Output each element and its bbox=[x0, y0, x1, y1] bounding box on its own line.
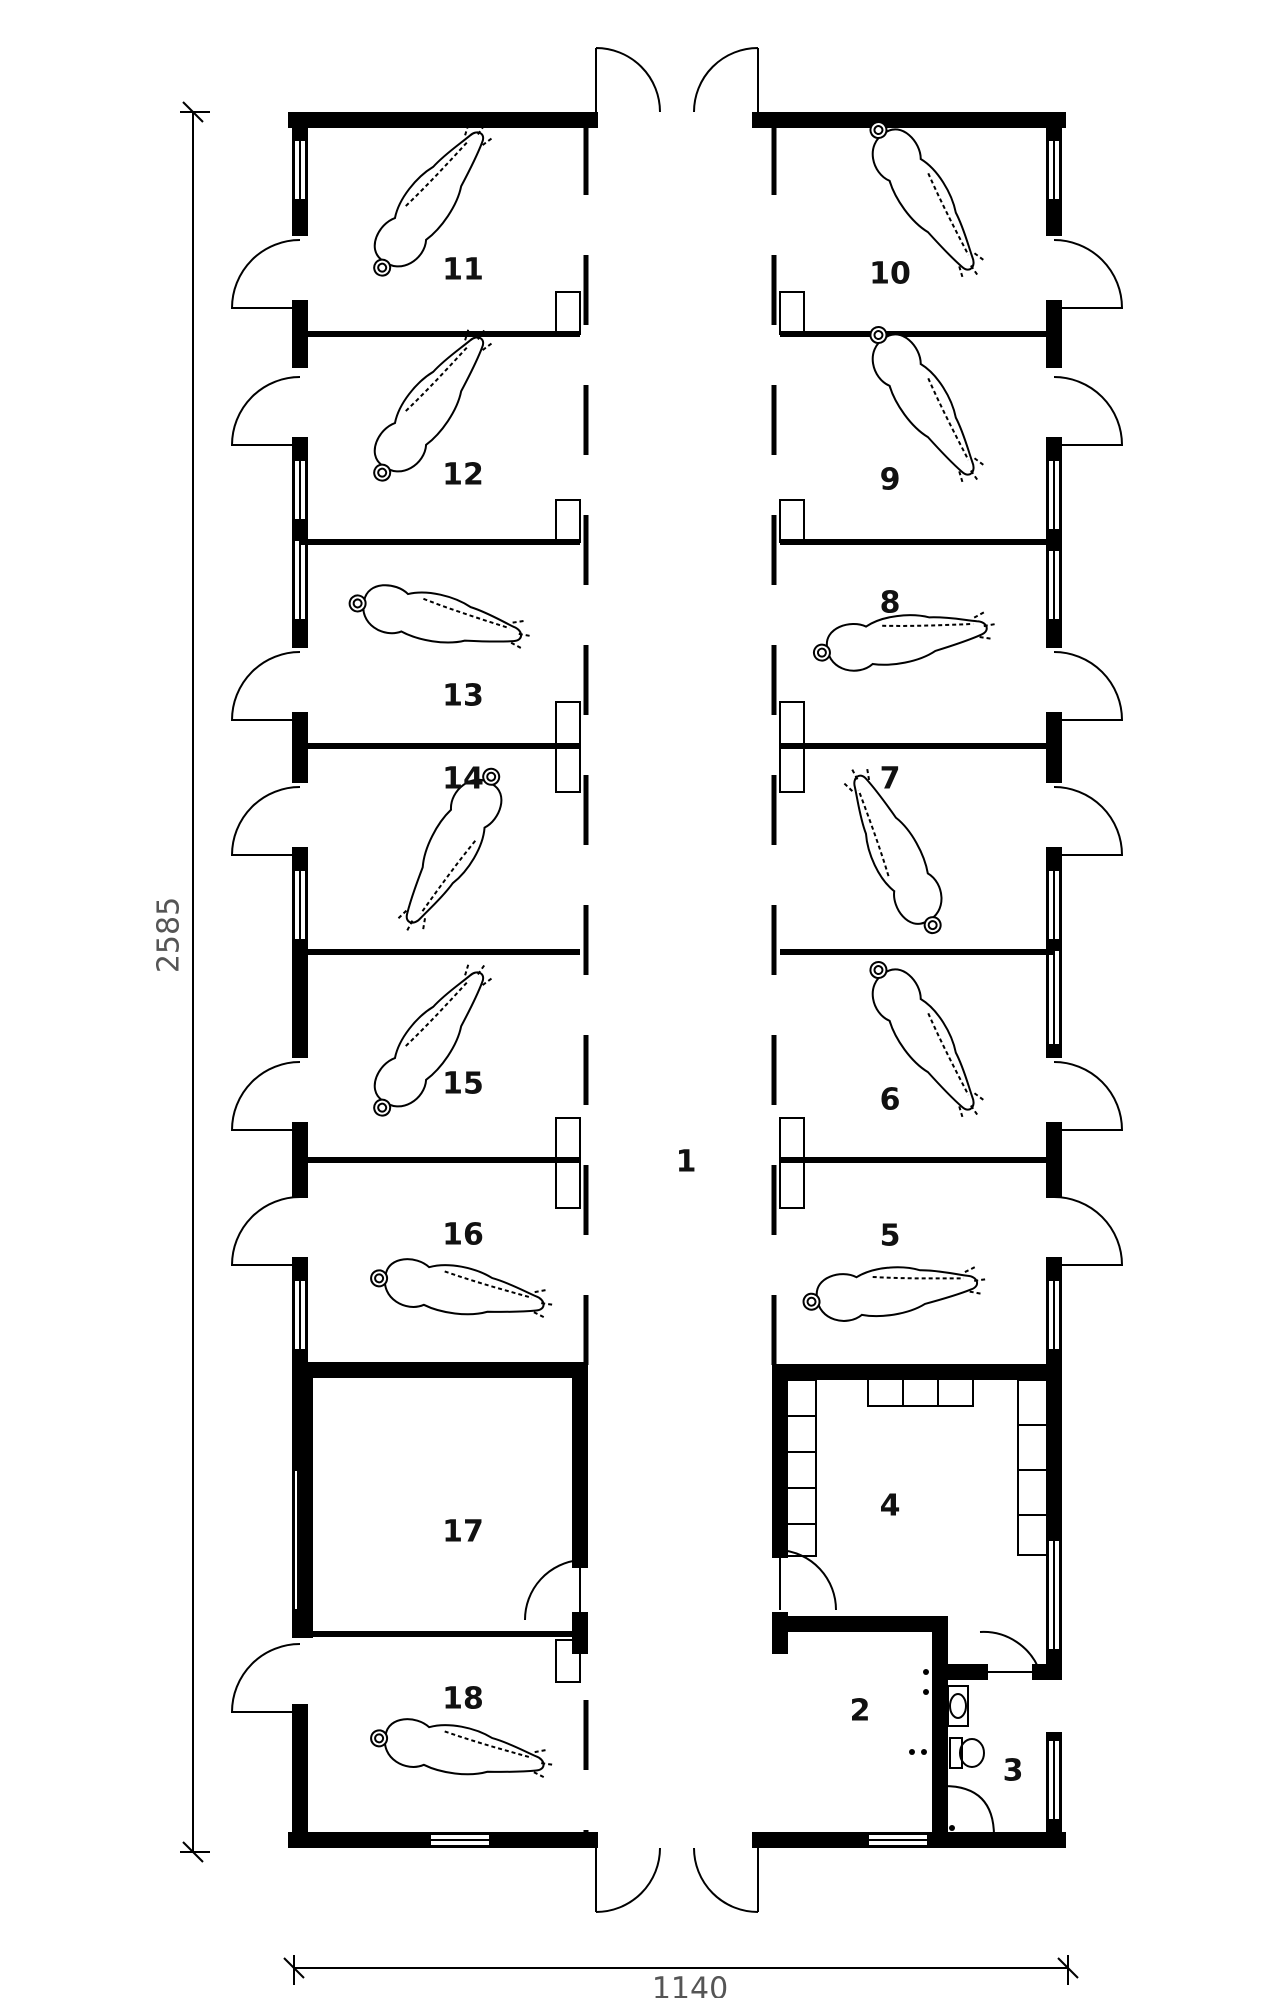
sink-icon bbox=[947, 1685, 969, 1727]
horse-icon bbox=[373, 327, 494, 482]
dimension-height: 2585 bbox=[152, 101, 210, 1863]
bathroom-fixtures bbox=[909, 1669, 996, 1837]
horse-icon bbox=[370, 1718, 554, 1779]
door-swing-icon bbox=[230, 1061, 301, 1131]
door-swing-icon bbox=[1053, 239, 1124, 309]
horse-icon bbox=[396, 767, 503, 932]
door-swing-icon bbox=[779, 1549, 838, 1611]
room-label-6: 6 bbox=[880, 1083, 901, 1118]
room-4-walls bbox=[772, 1364, 1062, 1848]
room-label-14: 14 bbox=[442, 762, 484, 797]
door-swing-icon bbox=[230, 786, 301, 856]
horse-icon bbox=[370, 1258, 554, 1319]
room-label-10: 10 bbox=[869, 257, 911, 292]
horse-icon bbox=[802, 1265, 987, 1322]
horse-icon bbox=[348, 584, 531, 650]
room-label-15: 15 bbox=[442, 1067, 484, 1102]
room-label-1: 1 bbox=[676, 1145, 697, 1180]
horse-icon bbox=[373, 962, 494, 1117]
dimension-width-label: 1140 bbox=[652, 1972, 728, 1998]
horse-icon bbox=[869, 961, 986, 1119]
door-swing-icon bbox=[1053, 651, 1124, 721]
stall-partitions bbox=[300, 291, 1054, 1209]
door-swing-icon bbox=[595, 47, 759, 113]
door-swing-icon bbox=[230, 651, 301, 721]
room-label-11: 11 bbox=[442, 253, 484, 288]
room-label-8: 8 bbox=[880, 586, 901, 621]
doors bbox=[230, 47, 1124, 1913]
room-label-13: 13 bbox=[442, 679, 484, 714]
door-swing-icon bbox=[1053, 1061, 1124, 1131]
door-swing-icon bbox=[1053, 1196, 1124, 1266]
horse-icon bbox=[869, 326, 986, 484]
room-label-3: 3 bbox=[1003, 1754, 1024, 1789]
door-swing-icon bbox=[1053, 376, 1124, 446]
door-swing-icon bbox=[230, 1196, 301, 1266]
horse-icon bbox=[842, 767, 943, 935]
shower-icon bbox=[943, 1784, 996, 1837]
room-label-4: 4 bbox=[880, 1489, 901, 1524]
door-swing-icon bbox=[595, 1847, 759, 1913]
door-swing-icon bbox=[1053, 786, 1124, 856]
room-label-12: 12 bbox=[442, 458, 484, 493]
room-label-7: 7 bbox=[880, 762, 901, 797]
dimension-width: 1140 bbox=[283, 1955, 1079, 1998]
horse-icon bbox=[812, 610, 996, 672]
toilet-icon bbox=[949, 1737, 985, 1769]
horses bbox=[348, 121, 996, 1779]
room-label-17: 17 bbox=[442, 1515, 484, 1550]
room-label-2: 2 bbox=[850, 1694, 871, 1729]
outer-walls bbox=[288, 112, 1066, 1848]
door-swing-icon bbox=[230, 239, 301, 309]
room-label-9: 9 bbox=[880, 463, 901, 498]
dimension-height-label: 2585 bbox=[152, 897, 187, 973]
door-swing-icon bbox=[230, 1643, 301, 1713]
door-swing-icon bbox=[979, 1630, 1041, 1673]
room-label-5: 5 bbox=[880, 1219, 901, 1254]
room-label-18: 18 bbox=[442, 1682, 484, 1717]
horse-icon bbox=[373, 122, 494, 277]
horse-icon bbox=[869, 121, 986, 279]
room-labels: 1 2 3 4 5 6 7 8 9 10 11 12 13 14 15 16 1… bbox=[442, 253, 1023, 1789]
door-swing-icon bbox=[523, 1559, 581, 1621]
rooms-17-18-walls bbox=[292, 1362, 588, 1683]
room-label-16: 16 bbox=[442, 1218, 484, 1253]
corridor-walls bbox=[583, 125, 777, 1840]
door-swing-icon bbox=[230, 376, 301, 446]
